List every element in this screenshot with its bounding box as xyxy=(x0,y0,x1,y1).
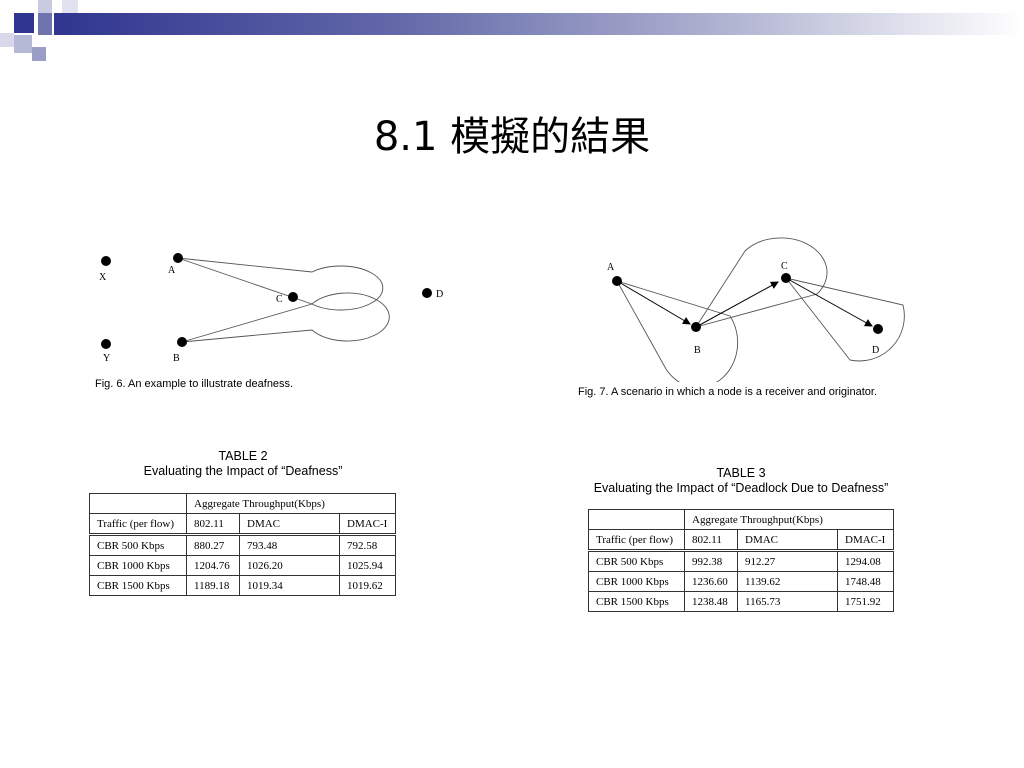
table-2: Aggregate Throughput(Kbps) Traffic (per … xyxy=(89,493,396,596)
table-cell: 792.58 xyxy=(339,534,396,556)
slide-title: 8.1 模擬的結果 xyxy=(373,114,651,160)
fig6-node-a xyxy=(173,253,183,263)
table-cell: 1238.48 xyxy=(684,591,738,612)
fig7-beam-a-to-b xyxy=(616,280,739,382)
fig6-label-d: D xyxy=(436,289,443,300)
table-cell: CBR 500 Kbps xyxy=(89,534,187,556)
table-row: CBR 1000 Kbps 1236.60 1139.62 1748.48 xyxy=(588,571,894,592)
table-cell: 880.27 xyxy=(186,534,240,556)
table-cell: 1204.76 xyxy=(186,555,240,576)
group-header: Aggregate Throughput(Kbps) xyxy=(684,509,894,530)
column-header: 802.11 xyxy=(186,513,240,536)
group-header: Aggregate Throughput(Kbps) xyxy=(186,493,396,514)
fig7-arrow-c-d xyxy=(785,277,873,327)
fig6-node-y xyxy=(101,339,111,349)
table-cell: 1019.62 xyxy=(339,575,396,596)
fig7-label-c: C xyxy=(781,261,788,272)
table-cell: 1294.08 xyxy=(837,550,894,572)
figure-7-diagram: A C B D xyxy=(607,237,905,382)
table-cell: 912.27 xyxy=(737,550,838,572)
fig7-node-d xyxy=(873,324,883,334)
table-row: Aggregate Throughput(Kbps) xyxy=(588,509,894,530)
figure-7-caption: Fig. 7. A scenario in which a node is a … xyxy=(578,386,878,398)
table-cell: 1748.48 xyxy=(837,571,894,592)
column-header: DMAC-I xyxy=(837,529,894,552)
fig7-arrow-b-c xyxy=(695,281,779,328)
table-header-row: Traffic (per flow) 802.11 DMAC DMAC-I xyxy=(89,513,396,536)
column-header: Traffic (per flow) xyxy=(588,529,685,552)
column-header: 802.11 xyxy=(684,529,738,552)
fig6-node-x xyxy=(101,256,111,266)
table-cell: 1236.60 xyxy=(684,571,738,592)
fig7-label-b: B xyxy=(694,345,701,356)
fig7-label-a: A xyxy=(607,262,615,273)
table-row: CBR 1500 Kbps 1238.48 1165.73 1751.92 xyxy=(588,591,894,612)
fig7-arrow-a-b xyxy=(616,280,691,325)
fig7-node-b xyxy=(691,322,701,332)
table-cell: 1751.92 xyxy=(837,591,894,612)
fig6-beam-from-b xyxy=(181,292,390,343)
fig6-node-b xyxy=(177,337,187,347)
table-header-row: Traffic (per flow) 802.11 DMAC DMAC-I xyxy=(588,529,894,552)
table-cell: CBR 1500 Kbps xyxy=(588,591,685,612)
table-3: Aggregate Throughput(Kbps) Traffic (per … xyxy=(588,509,894,612)
table-cell: 793.48 xyxy=(239,534,340,556)
table-cell: CBR 1500 Kbps xyxy=(89,575,187,596)
fig6-node-d xyxy=(422,288,432,298)
column-header: DMAC xyxy=(239,513,340,536)
fig7-node-a xyxy=(612,276,622,286)
table-cell: 1139.62 xyxy=(737,571,838,592)
table-2-caption: TABLE 2 Evaluating the Impact of “Deafne… xyxy=(90,449,396,479)
column-header: DMAC-I xyxy=(339,513,396,536)
figure-6-diagram: X A C D Y B xyxy=(99,253,443,364)
table-row: CBR 1000 Kbps 1204.76 1026.20 1025.94 xyxy=(89,555,396,576)
table-row: CBR 500 Kbps 992.38 912.27 1294.08 xyxy=(588,550,894,572)
table-cell: 1019.34 xyxy=(239,575,340,596)
fig7-node-c xyxy=(781,273,791,283)
table-cell xyxy=(588,509,685,530)
table-cell: 992.38 xyxy=(684,550,738,572)
table-cell: 1189.18 xyxy=(186,575,240,596)
table-cell: 1026.20 xyxy=(239,555,340,576)
table-row: Aggregate Throughput(Kbps) xyxy=(89,493,396,514)
fig6-node-c xyxy=(288,292,298,302)
fig6-label-x: X xyxy=(99,272,107,283)
table-cell xyxy=(89,493,187,514)
table-cell: CBR 500 Kbps xyxy=(588,550,685,572)
corner-squares-decoration xyxy=(0,0,78,61)
table-2-title: Evaluating the Impact of “Deafness” xyxy=(143,464,343,478)
table-cell: CBR 1000 Kbps xyxy=(89,555,187,576)
table-3-label: TABLE 3 xyxy=(716,466,766,480)
header-gradient-bar xyxy=(54,13,1024,35)
table-row: CBR 500 Kbps 880.27 793.48 792.58 xyxy=(89,534,396,556)
table-cell: 1025.94 xyxy=(339,555,396,576)
fig7-label-d: D xyxy=(872,345,879,356)
fig6-label-a: A xyxy=(168,265,176,276)
table-cell: CBR 1000 Kbps xyxy=(588,571,685,592)
fig6-label-b: B xyxy=(173,353,180,364)
fig6-label-c: C xyxy=(276,294,283,305)
fig6-label-y: Y xyxy=(103,353,110,364)
fig7-beam-b-to-c xyxy=(694,237,828,328)
table-2-label: TABLE 2 xyxy=(218,449,268,463)
fig7-beam-c-to-d xyxy=(784,277,905,362)
table-cell: 1165.73 xyxy=(737,591,838,612)
table-3-title: Evaluating the Impact of “Deadlock Due t… xyxy=(593,481,889,495)
figure-6-caption: Fig. 6. An example to illustrate deafnes… xyxy=(95,378,294,390)
fig6-beam-from-a xyxy=(177,257,384,311)
column-header: Traffic (per flow) xyxy=(89,513,187,536)
table-3-caption: TABLE 3 Evaluating the Impact of “Deadlo… xyxy=(580,466,902,496)
column-header: DMAC xyxy=(737,529,838,552)
table-row: CBR 1500 Kbps 1189.18 1019.34 1019.62 xyxy=(89,575,396,596)
